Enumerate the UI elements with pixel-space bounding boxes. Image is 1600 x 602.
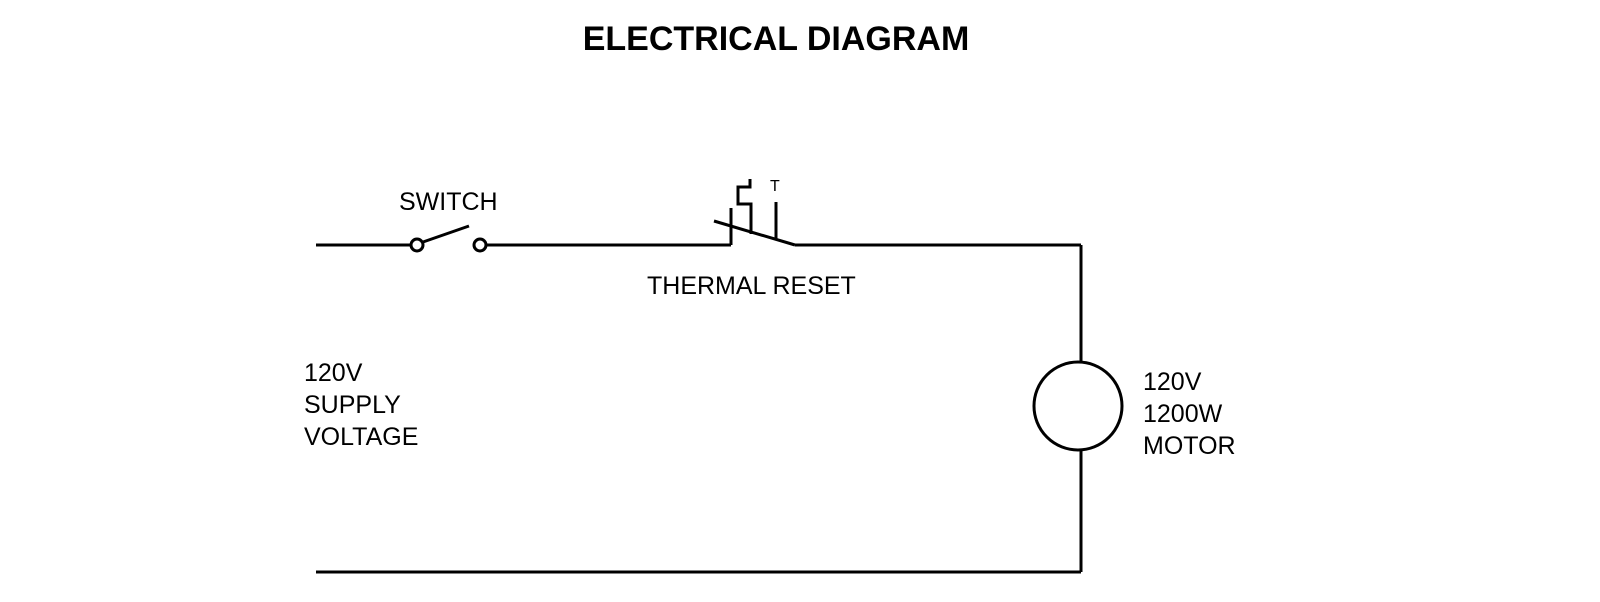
supply-label-line1: 120V [304,359,363,387]
diagram-title: ELECTRICAL DIAGRAM [582,20,970,58]
motor-symbol [1032,360,1124,452]
switch-contact-left [409,237,425,253]
switch-blade [422,224,470,244]
supply-label-line2: SUPPLY [304,391,401,419]
thermal-reset-label: THERMAL RESET [647,272,856,300]
thermal-lever [713,219,796,247]
switch-contact-right [472,237,488,253]
motor-label-line2: 1200W [1143,400,1223,428]
motor-label-line3: MOTOR [1143,432,1236,460]
switch-label: SWITCH [399,188,498,216]
thermal-t-label: T [770,178,780,195]
supply-label-line3: VOLTAGE [304,423,419,451]
thermal-bimetal [736,179,753,234]
motor-label-line1: 120V [1143,368,1202,396]
